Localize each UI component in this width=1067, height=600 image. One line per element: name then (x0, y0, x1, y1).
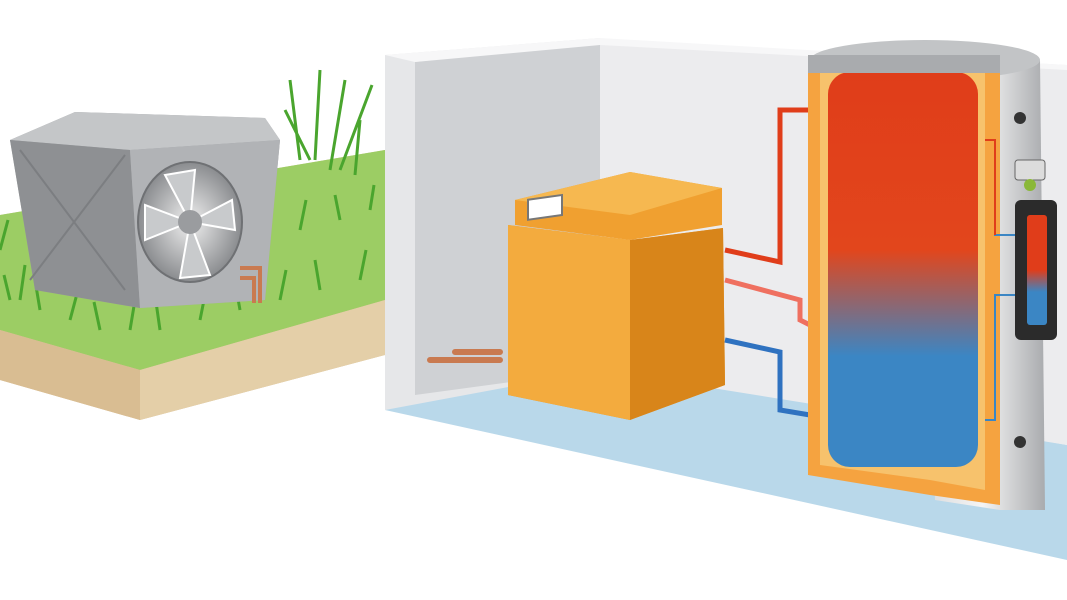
temperature-gauge (1014, 159, 1057, 340)
hot-water-storage-tank (808, 40, 1045, 510)
control-display (527, 193, 563, 221)
indoor-unit (508, 172, 725, 420)
indoor-pipes (427, 349, 503, 363)
outdoor-pipes (240, 266, 262, 303)
outdoor-heat-pump-unit (10, 112, 280, 308)
tank-pipes (724, 107, 812, 418)
grass (0, 69, 376, 331)
